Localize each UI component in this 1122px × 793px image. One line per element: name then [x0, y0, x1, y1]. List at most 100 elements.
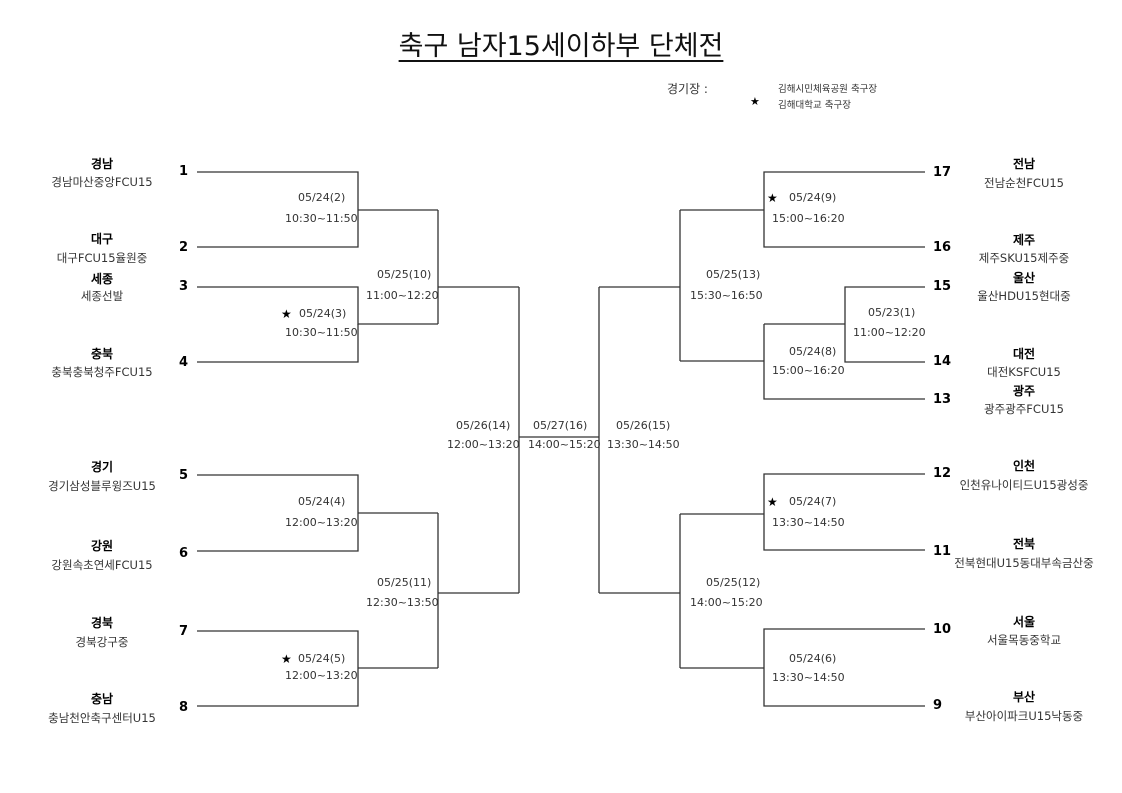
- match-date: 05/25(13): [706, 268, 761, 281]
- seed-number: 2: [179, 240, 189, 255]
- bracket-line: [844, 286, 925, 363]
- team-name: 강원속초연세FCU15: [51, 558, 153, 572]
- star-icon: ★: [281, 652, 292, 666]
- seed-number: 14: [933, 354, 952, 369]
- team-region: 경북: [90, 616, 114, 630]
- match-time: 13:30~14:50: [607, 438, 680, 451]
- team-region: 충북: [90, 347, 114, 361]
- match-date: 05/23(1): [868, 306, 916, 319]
- team-region: 전북: [1012, 537, 1036, 551]
- team-region: 강원: [90, 539, 114, 553]
- star-icon: ★: [767, 191, 778, 205]
- bracket-line: [763, 473, 925, 551]
- team-name: 부산아이파크U15낙동중: [964, 709, 1084, 723]
- match-date: 05/25(10): [377, 268, 432, 281]
- team-name: 세종선발: [80, 289, 124, 303]
- venue-item: 김해대학교 축구장: [778, 100, 851, 111]
- seed-number: 11: [933, 544, 952, 559]
- match-time: 15:00~16:20: [772, 364, 845, 377]
- seed-number: 12: [933, 466, 952, 481]
- seed-number: 4: [179, 355, 189, 370]
- team-region: 서울: [1012, 615, 1036, 629]
- match-time: 11:00~12:20: [366, 289, 439, 302]
- seed-number: 13: [933, 392, 952, 407]
- bracket-line: [197, 171, 359, 248]
- star-icon: ★: [767, 495, 778, 509]
- seed-number: 9: [933, 698, 943, 713]
- team-region: 대전: [1012, 347, 1036, 361]
- match-time: 12:00~13:20: [447, 438, 520, 451]
- team-name: 충북충북청주FCU15: [51, 365, 153, 379]
- team-name: 전북현대U15동대부속금산중: [954, 556, 1094, 570]
- final-match-time: 14:00~15:20: [528, 438, 601, 451]
- match-time: 15:30~16:50: [690, 289, 763, 302]
- match-date: 05/24(4): [298, 495, 346, 508]
- match-time: 14:00~15:20: [690, 596, 763, 609]
- match-date: 05/24(6): [789, 652, 837, 665]
- seed-number: 6: [179, 546, 189, 561]
- team-name: 인천유나이티드U15광성중: [959, 478, 1089, 492]
- match-time: 12:00~13:20: [285, 516, 358, 529]
- bracket-line: [763, 628, 925, 707]
- match-date: 05/24(7): [789, 495, 837, 508]
- team-region: 인천: [1012, 459, 1036, 473]
- match-date: 05/24(2): [298, 191, 346, 204]
- seed-number: 1: [179, 164, 189, 179]
- team-name: 경기삼성블루윙즈U15: [48, 479, 156, 493]
- match-time: 13:30~14:50: [772, 671, 845, 684]
- team-name: 경북강구중: [75, 635, 129, 649]
- seed-number: 5: [179, 468, 189, 483]
- team-region: 세종: [90, 272, 114, 286]
- bracket-line: [197, 474, 359, 552]
- team-name: 경남마산중앙FCU15: [51, 175, 153, 189]
- match-date: 05/24(9): [789, 191, 837, 204]
- seed-number: 10: [933, 622, 952, 637]
- match-date: 05/24(8): [789, 345, 837, 358]
- team-region: 부산: [1012, 690, 1036, 704]
- seed-number: 17: [933, 165, 952, 180]
- team-region: 대구: [90, 232, 114, 246]
- venue-label: 경기장 :: [667, 82, 708, 96]
- seed-number: 16: [933, 240, 952, 255]
- bracket-line: [197, 286, 438, 325]
- team-name: 서울목동중학교: [986, 633, 1062, 647]
- team-region: 충남: [90, 692, 114, 706]
- bracket-line: [197, 324, 359, 363]
- star-icon: ★: [750, 95, 760, 108]
- match-date: 05/25(12): [706, 576, 761, 589]
- venue-item: 김해시민체육공원 축구장: [778, 84, 878, 95]
- team-name: 광주광주FCU15: [983, 402, 1064, 416]
- team-region: 제주: [1012, 233, 1036, 247]
- team-region: 경기: [90, 460, 114, 474]
- match-time: 15:00~16:20: [772, 212, 845, 225]
- team-region: 전남: [1012, 157, 1036, 171]
- page-title: 축구 남자15세이하부 단체전: [398, 31, 724, 62]
- seed-number: 15: [933, 279, 952, 294]
- team-region: 광주: [1012, 384, 1036, 398]
- star-icon: ★: [281, 307, 292, 321]
- match-date: 05/24(3): [299, 307, 347, 320]
- bracket-line: [763, 171, 925, 248]
- match-date: 05/26(14): [456, 419, 511, 432]
- team-name: 전남순천FCU15: [983, 176, 1064, 190]
- match-date: 05/24(5): [298, 652, 346, 665]
- team-name: 충남천안축구센터U15: [48, 711, 156, 725]
- bracket-line: [763, 324, 925, 400]
- match-date: 05/25(11): [377, 576, 432, 589]
- match-date: 05/26(15): [616, 419, 671, 432]
- team-name: 대전KSFCU15: [987, 365, 1061, 379]
- seed-number: 8: [179, 700, 189, 715]
- match-time: 10:30~11:50: [285, 212, 358, 225]
- seed-number: 7: [179, 624, 189, 639]
- team-name: 울산HDU15현대중: [977, 289, 1071, 303]
- final-match-date: 05/27(16): [533, 419, 588, 432]
- match-time: 11:00~12:20: [853, 326, 926, 339]
- team-name: 대구FCU15율원중: [56, 251, 148, 265]
- team-name: 제주SKU15제주중: [978, 251, 1070, 265]
- match-time: 12:30~13:50: [366, 596, 439, 609]
- team-region: 울산: [1012, 271, 1036, 285]
- match-time: 13:30~14:50: [772, 516, 845, 529]
- team-region: 경남: [90, 157, 114, 171]
- match-time: 10:30~11:50: [285, 326, 358, 339]
